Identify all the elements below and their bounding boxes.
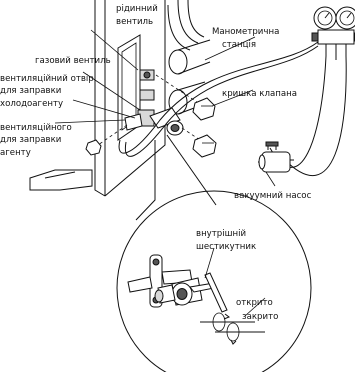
- label-vent-hole-2-line1: вентиляційного: [0, 123, 72, 133]
- label-vent-hole-2-line3: агенту: [0, 148, 31, 158]
- valve-cap-lower: [192, 134, 217, 158]
- liquid-valve: [139, 69, 155, 101]
- label-hex-key: внутрішній шестикутник: [196, 229, 256, 252]
- label-close: закрито: [242, 312, 278, 322]
- label-vent-hole-line1: вентиляційний отвір: [0, 74, 94, 84]
- outdoor-unit: [29, 0, 166, 197]
- gas-valve: [124, 107, 184, 136]
- hex-key: [189, 272, 228, 313]
- label-liquid-valve-line2: вентиль: [116, 17, 153, 27]
- label-open: открито: [236, 298, 273, 308]
- label-liquid-valve-line1: рідинний: [116, 4, 158, 14]
- rotation-arrows: [200, 312, 265, 345]
- leader-lines: [54, 29, 276, 317]
- valve-cap-upper: [192, 97, 216, 121]
- label-manifold: Манометрична станція: [212, 27, 279, 50]
- manifold-gauge: [311, 6, 355, 60]
- label-vent-hole: вентиляційний отвір для заправки холодоа…: [0, 74, 94, 109]
- label-hex-key-line2: шестикутник: [196, 242, 256, 252]
- label-manifold-line1: Манометрична: [212, 27, 279, 37]
- label-hex-key-line1: внутрішній: [196, 229, 246, 239]
- zoom-callout: [116, 134, 312, 372]
- label-valve-cap: кришка клапана: [222, 89, 297, 99]
- label-vent-hole-2: вентиляційного для заправки агенту: [0, 123, 72, 158]
- label-liquid-valve: рідинний вентиль: [116, 4, 158, 27]
- label-vent-hole-line2: для заправки: [0, 86, 61, 96]
- unit-piping: [167, 0, 211, 115]
- label-vacuum-pump: вакуумний насос: [234, 191, 312, 201]
- label-vent-hole-line3: холодоагенту: [0, 99, 63, 109]
- vacuum-pump: [258, 141, 294, 173]
- label-vent-hole-2-line2: для заправки: [0, 135, 61, 145]
- label-gas-valve: газовий вентиль: [35, 56, 111, 66]
- label-manifold-line2: станція: [222, 40, 256, 50]
- zoomed-valve: [127, 254, 203, 308]
- service-port-cap: [85, 139, 102, 156]
